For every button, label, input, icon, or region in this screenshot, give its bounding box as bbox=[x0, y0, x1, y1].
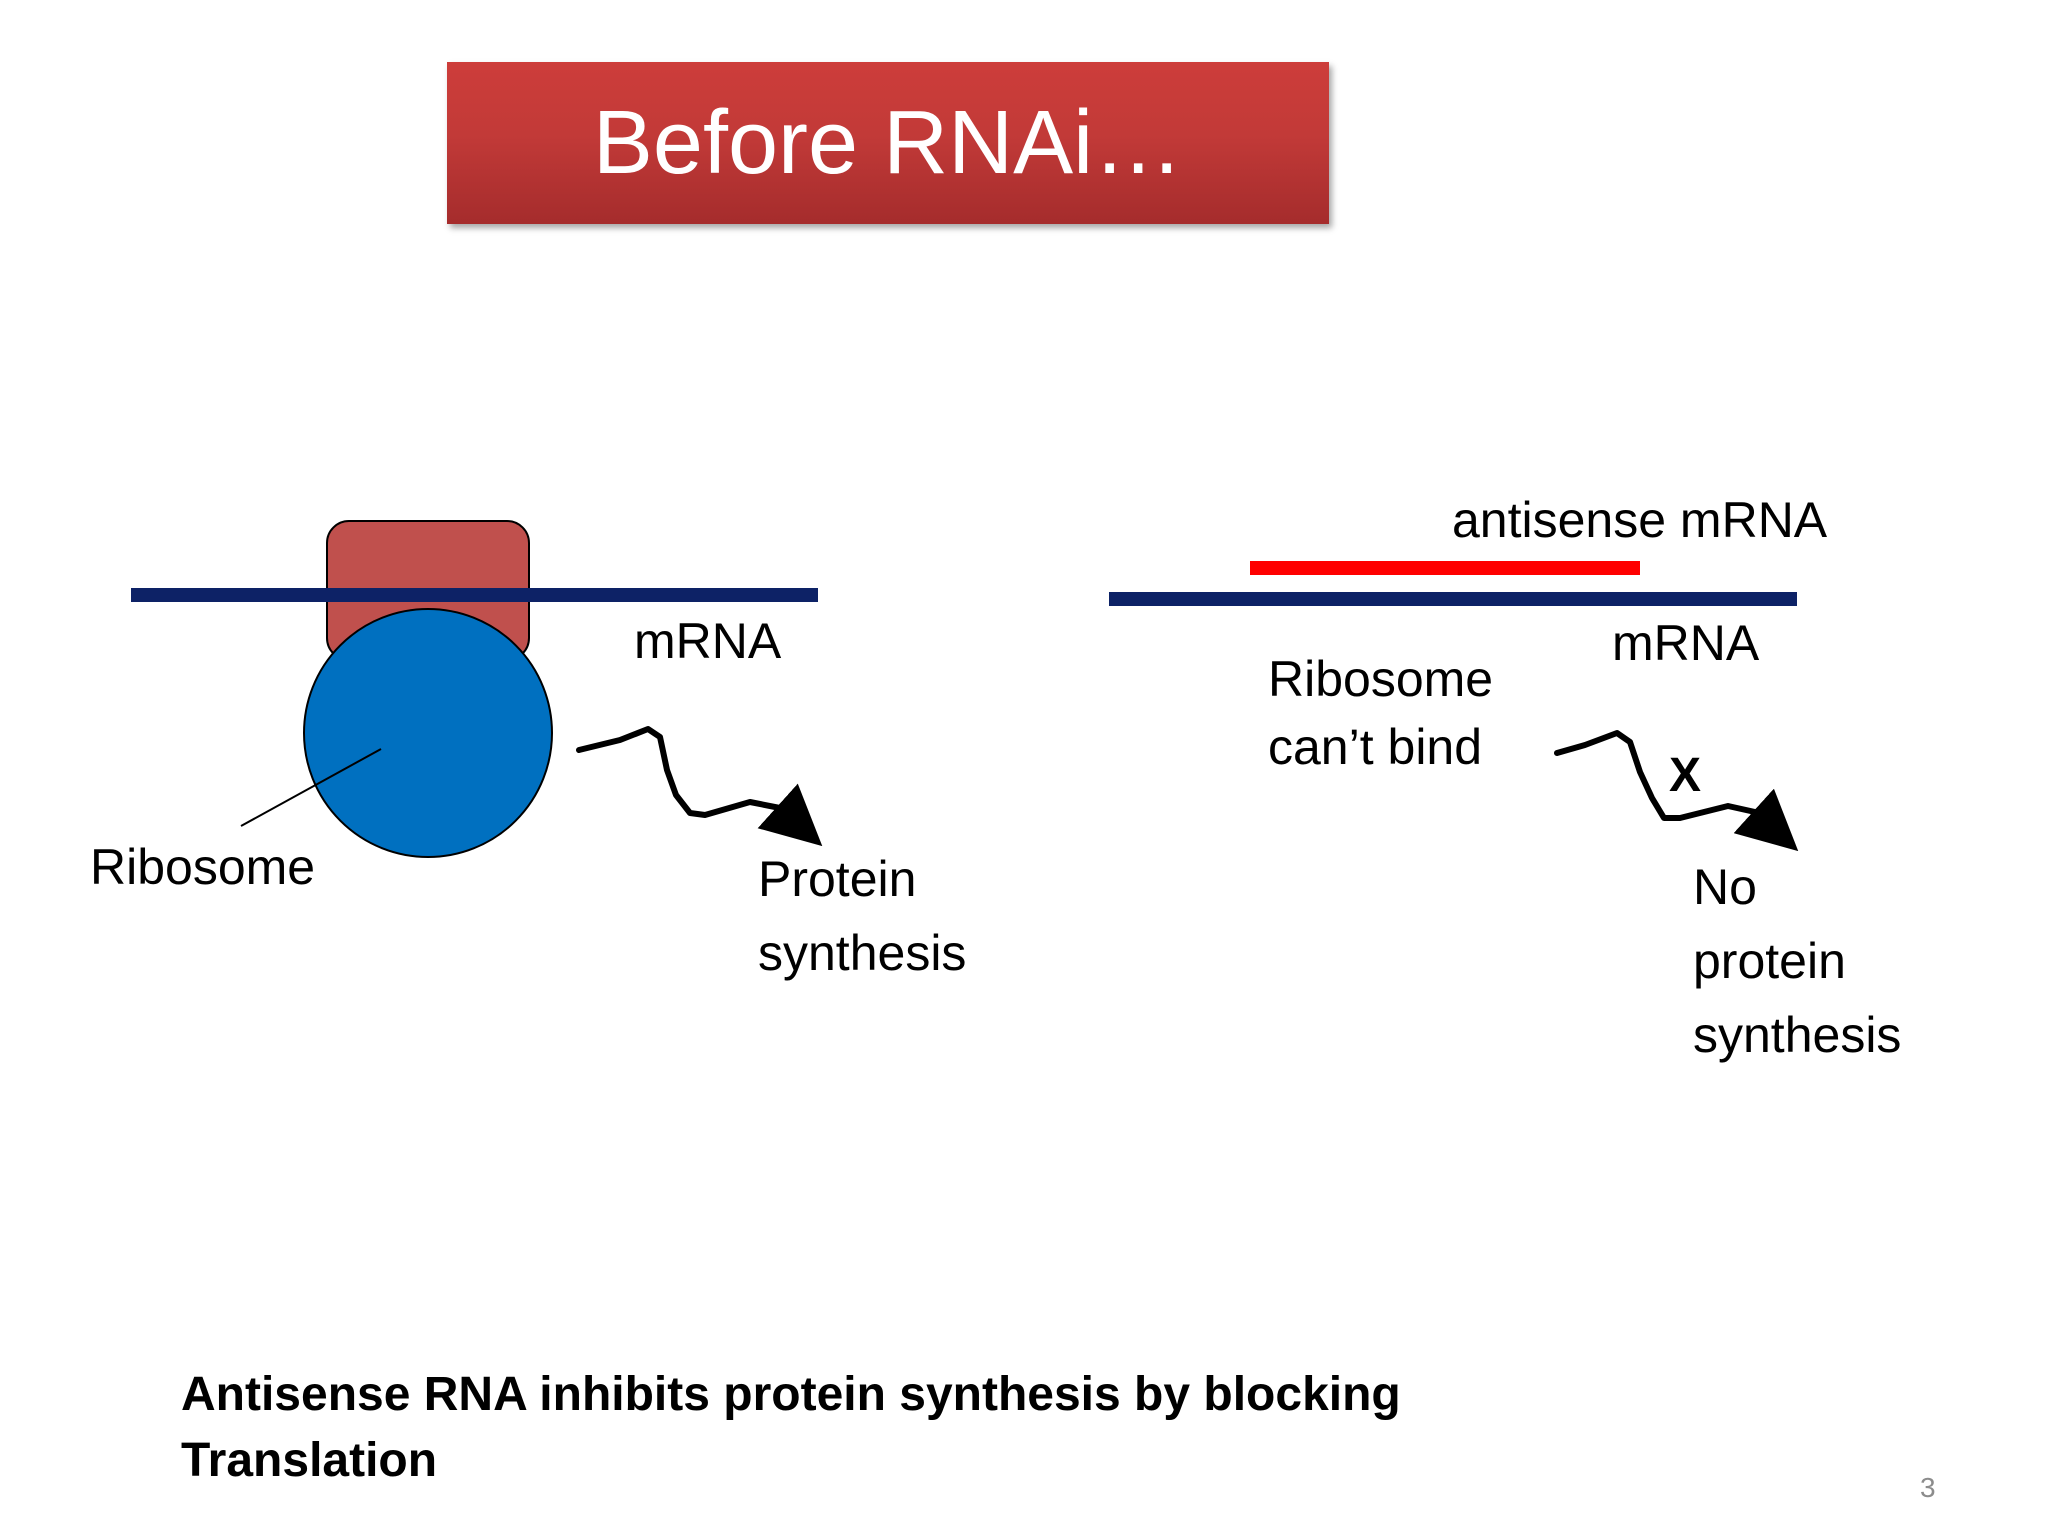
mrna-label-right: mRNA bbox=[1612, 615, 1760, 671]
ribosome-cant-bind-line: Ribosome bbox=[1268, 651, 1494, 707]
ribosome-pointer-line bbox=[240, 748, 382, 827]
slide-title: Before RNAi… bbox=[592, 93, 1184, 193]
ribosome-small-subunit bbox=[303, 608, 553, 858]
no-protein-synthesis-line: No bbox=[1693, 859, 1757, 915]
no-protein-synthesis-label: No protein synthesis bbox=[1693, 850, 1901, 1072]
title-banner: Before RNAi… bbox=[447, 62, 1329, 224]
protein-synthesis-label: Protein synthesis bbox=[758, 842, 966, 990]
ribosome-cant-bind-line: can’t bind bbox=[1268, 719, 1483, 775]
protein-synthesis-line: synthesis bbox=[758, 925, 967, 981]
blocked-x-mark: X bbox=[1669, 749, 1702, 802]
antisense-mrna-label: antisense mRNA bbox=[1452, 492, 1828, 548]
ribosome-label: Ribosome bbox=[90, 839, 316, 895]
mrna-label-left: mRNA bbox=[634, 613, 782, 669]
no-protein-synthesis-line: synthesis bbox=[1693, 1007, 1902, 1063]
slide-number: 3 bbox=[1920, 1472, 1936, 1503]
protein-synthesis-line: Protein bbox=[758, 851, 917, 907]
protein-chain-right bbox=[1554, 730, 1799, 852]
no-protein-synthesis-line: protein bbox=[1693, 933, 1846, 989]
slide-caption: Antisense RNA inhibits protein synthesis… bbox=[181, 1368, 1401, 1487]
protein-chain-left bbox=[576, 726, 823, 847]
ribosome-cant-bind-label: Ribosome can’t bind bbox=[1268, 645, 1493, 781]
